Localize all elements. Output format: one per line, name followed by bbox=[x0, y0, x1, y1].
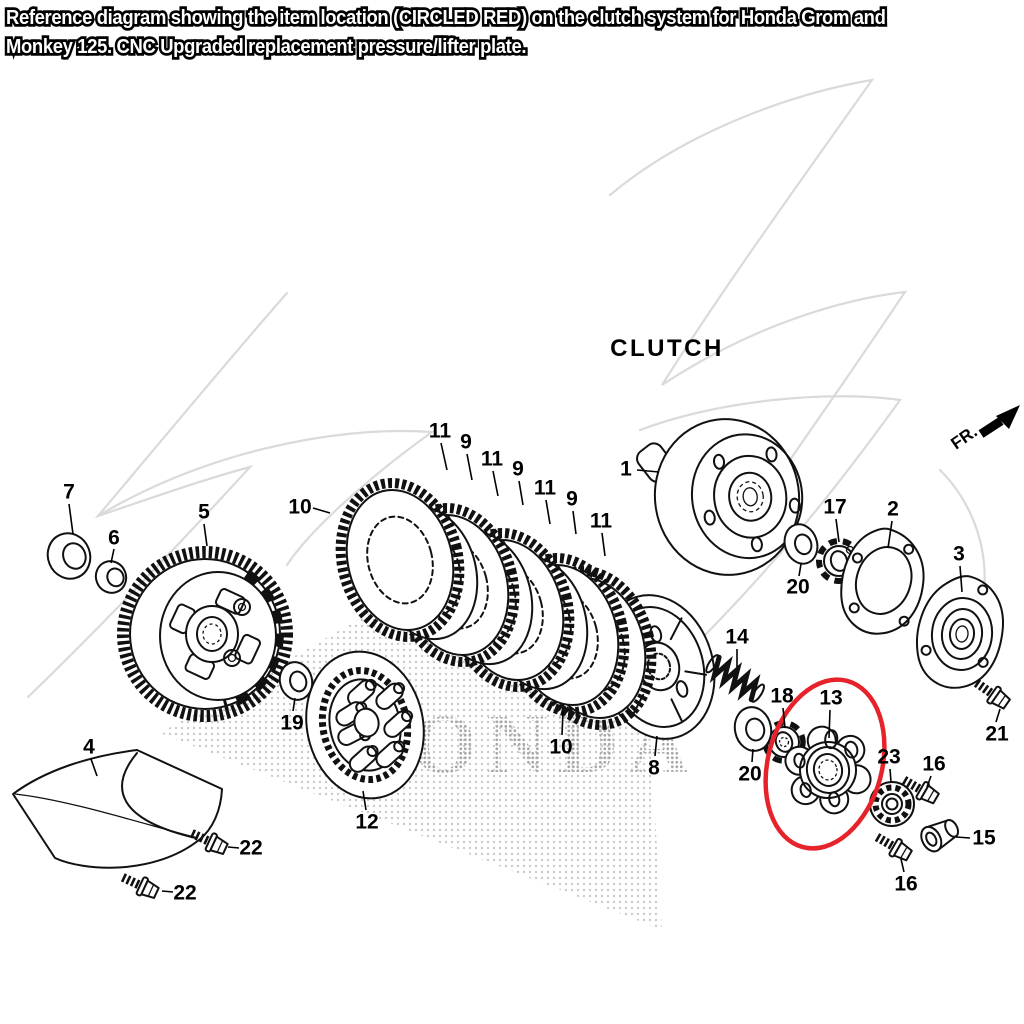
part-label-11-10: 11 bbox=[590, 510, 613, 533]
leader-line-11-4 bbox=[440, 442, 448, 471]
part-label-5-2: 5 bbox=[198, 501, 210, 524]
caption: Reference diagram showing the item locat… bbox=[4, 3, 889, 61]
part-label-9-5: 9 bbox=[460, 431, 472, 454]
part-20-washer-lower bbox=[733, 706, 773, 752]
part-1-clutch-drum bbox=[636, 418, 804, 576]
part-label-16-24: 16 bbox=[894, 873, 917, 896]
part-label-22-31: 22 bbox=[173, 882, 196, 905]
caption-line-1: Reference diagram showing the item locat… bbox=[4, 3, 889, 32]
part-label-8-25: 8 bbox=[648, 757, 660, 780]
leader-line-5-2 bbox=[203, 523, 208, 547]
caption-line-2-outline: Monkey 125. CNC Upgraded replacement pre… bbox=[4, 32, 529, 61]
leader-line-10-26 bbox=[561, 710, 564, 736]
part-label-20-13: 20 bbox=[786, 576, 809, 599]
part-2-gasket bbox=[840, 527, 925, 635]
part-14-clutch-spring bbox=[705, 654, 765, 703]
part-label-15-23: 15 bbox=[972, 827, 996, 850]
part-label-3-15: 3 bbox=[953, 543, 965, 566]
part-label-18-17: 18 bbox=[770, 685, 794, 708]
leader-line-22-30 bbox=[227, 846, 240, 849]
part-label-22-30: 22 bbox=[239, 837, 262, 860]
part-13-pressure-lifter-plate bbox=[784, 725, 872, 815]
leader-line-11-8 bbox=[545, 499, 551, 525]
part-7-bearing bbox=[46, 532, 92, 580]
caption-line-1-outline: Reference diagram showing the item locat… bbox=[4, 3, 889, 32]
part-15-spacer-collar bbox=[920, 819, 960, 853]
part-5-clutch-outer-basket bbox=[117, 546, 293, 722]
part-label-11-4: 11 bbox=[429, 420, 452, 443]
leader-line-16-21 bbox=[926, 775, 932, 788]
diagram-title: CLUTCH bbox=[610, 335, 724, 362]
leader-line-9-9 bbox=[572, 510, 577, 535]
fr-arrow-head-icon bbox=[996, 405, 1020, 429]
fr-indicator: FR. bbox=[947, 405, 1020, 453]
part-label-11-8: 11 bbox=[534, 477, 557, 500]
leader-line-1-11 bbox=[636, 469, 660, 473]
leader-line-19-28 bbox=[292, 697, 296, 712]
leader-line-9-5 bbox=[466, 453, 473, 481]
leader-line-4-29 bbox=[90, 758, 98, 777]
part-3-cover-plate bbox=[916, 575, 1004, 689]
part-label-17-12: 17 bbox=[823, 496, 846, 519]
leader-line-22-31 bbox=[161, 890, 174, 893]
leader-line-10-3 bbox=[312, 507, 331, 514]
caption-line-2: Monkey 125. CNC Upgraded replacement pre… bbox=[4, 32, 886, 61]
leader-line-13-19 bbox=[828, 709, 831, 739]
part-label-19-28: 19 bbox=[280, 712, 303, 735]
fr-label: FR. bbox=[947, 422, 980, 453]
leader-line-21-22 bbox=[995, 708, 1001, 723]
leader-line-16-24 bbox=[900, 858, 905, 873]
part-label-10-26: 10 bbox=[549, 736, 572, 759]
part-label-21-22: 21 bbox=[985, 723, 1009, 746]
part-label-9-9: 9 bbox=[566, 488, 578, 511]
part-label-23-20: 23 bbox=[877, 746, 900, 769]
leader-line-9-7 bbox=[518, 480, 524, 506]
leader-line-20-13 bbox=[798, 563, 802, 577]
part-label-10-3: 10 bbox=[288, 496, 311, 519]
part-label-9-7: 9 bbox=[512, 458, 524, 481]
leader-line-23-20 bbox=[889, 768, 892, 783]
caption-line-2-text: Monkey 125. CNC Upgraded replacement pre… bbox=[6, 35, 527, 58]
part-label-13-19: 13 bbox=[819, 687, 842, 710]
highlight-circle-part-13 bbox=[763, 677, 887, 851]
leader-lines bbox=[68, 442, 1001, 893]
part-4-oil-separator bbox=[12, 749, 223, 869]
part-label-20-18: 20 bbox=[738, 763, 761, 786]
leader-line-6-1 bbox=[110, 548, 115, 564]
part-16-flange-bolt-lower bbox=[872, 829, 914, 864]
leader-line-12-27 bbox=[362, 790, 367, 811]
leader-line-18-17 bbox=[782, 707, 786, 729]
part-label-11-6: 11 bbox=[481, 448, 504, 471]
leader-line-11-6 bbox=[492, 470, 499, 497]
part-label-6-1: 6 bbox=[108, 527, 120, 550]
part-23-bearing bbox=[869, 781, 915, 827]
part-6-bushing bbox=[94, 560, 128, 594]
leader-line-7-0 bbox=[68, 503, 74, 535]
leader-line-8-25 bbox=[654, 735, 658, 757]
part-19-washer bbox=[278, 661, 314, 701]
part-label-1-11: 1 bbox=[620, 458, 632, 481]
leader-line-3-15 bbox=[959, 565, 963, 593]
part-label-4-29: 4 bbox=[83, 736, 95, 759]
part-12-clutch-center bbox=[305, 650, 425, 800]
damper-rollers bbox=[335, 678, 414, 773]
part-label-16-21: 16 bbox=[922, 753, 945, 776]
leader-line-20-18 bbox=[751, 748, 754, 763]
fr-arrow-shaft bbox=[978, 417, 1004, 438]
part-label-14-16: 14 bbox=[725, 626, 749, 649]
leader-line-17-12 bbox=[835, 518, 840, 543]
part-22-flange-bolt-lower bbox=[119, 869, 161, 902]
part-label-2-14: 2 bbox=[887, 498, 899, 521]
part-label-12-27: 12 bbox=[355, 811, 378, 834]
part-20-washer-upper bbox=[783, 523, 819, 565]
part-label-7-0: 7 bbox=[63, 481, 75, 504]
caption-line-1-text: Reference diagram showing the item locat… bbox=[6, 6, 886, 29]
leader-line-11-10 bbox=[601, 532, 606, 557]
leader-line-2-14 bbox=[887, 520, 893, 549]
leader-line-15-23 bbox=[955, 836, 971, 839]
